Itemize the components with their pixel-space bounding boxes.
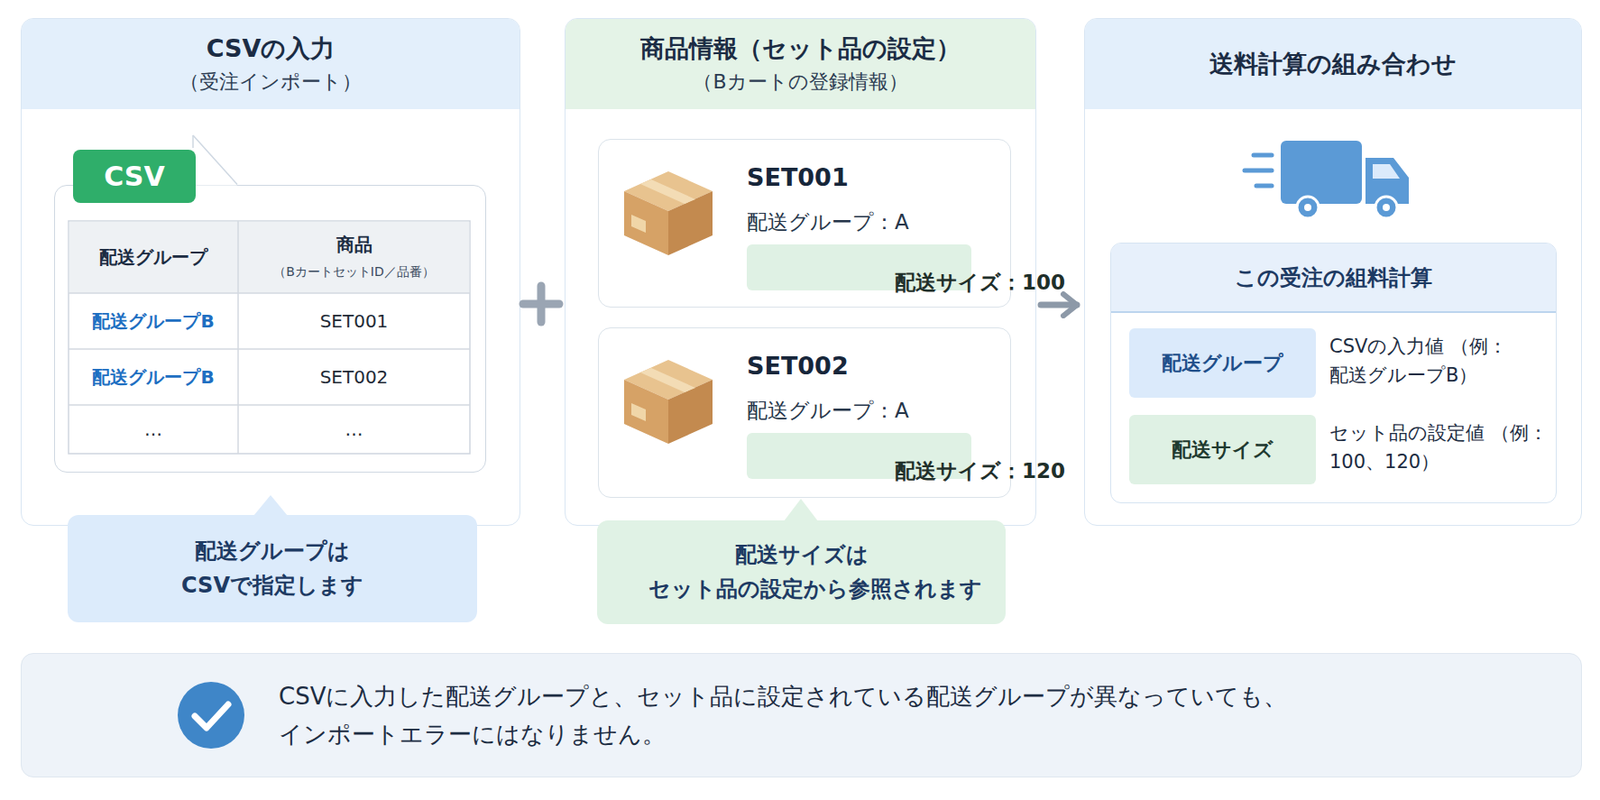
box-icon (624, 171, 713, 256)
table-rule (68, 404, 470, 406)
header-band: CSVの入力 （受注インポート） (21, 18, 520, 110)
plus-sign (537, 285, 546, 322)
callout-pointer (253, 495, 288, 516)
callout-box: 配送グループは CSVで指定します (67, 514, 478, 623)
truck-window (1372, 164, 1400, 179)
product-id: SET002 (746, 349, 849, 383)
callout-pointer (783, 498, 819, 522)
box-label (631, 403, 646, 422)
field-box: 配送サイズ (1129, 414, 1316, 485)
panel-subtitle: （受注インポート） (179, 68, 362, 96)
product-group: 配送グループ：A (746, 207, 910, 237)
speed-line (1256, 183, 1272, 189)
panel-title: 送料計算の組み合わせ (1209, 47, 1457, 81)
table-cell-box: SET001 (238, 293, 470, 350)
table-rule (68, 348, 470, 350)
field-name: 配送サイズ (1171, 433, 1274, 467)
header-band: 商品情報（セット品の設定） （Bカートの登録情報） (565, 18, 1036, 110)
product-id: SET001 (746, 161, 849, 194)
table-cell: 配送グループB (91, 363, 214, 391)
callout-text: 配送グループは CSVで指定します (155, 534, 390, 602)
table-cell: SET001 (320, 307, 389, 335)
field-name: 配送グループ (1161, 347, 1284, 380)
box-tape (640, 179, 696, 204)
field-box: 配送グループ (1129, 328, 1316, 398)
table-cell-box: 配送グループB (68, 349, 239, 405)
table-header: 配送グループ (99, 243, 208, 271)
panel-title: 商品情報（セット品の設定） (640, 32, 961, 65)
table-header-fill (69, 221, 470, 294)
size-text: 配送サイズ：100 (894, 266, 1066, 299)
table-cell: SET002 (320, 363, 389, 391)
truck-wheel (1296, 196, 1319, 219)
truck-cab (1365, 157, 1409, 204)
note-band: CSVに入力した配送グループと、セット品に設定されている配送グループが異なってい… (20, 652, 1582, 778)
box-icon (624, 359, 713, 444)
truck-wheel (1375, 196, 1398, 219)
size-pill: 配送サイズ：120 (746, 432, 972, 479)
box-label (631, 214, 646, 233)
table-cell-box: SET002 (238, 349, 470, 405)
size-pill: 配送サイズ：100 (746, 244, 972, 291)
csv-tag: CSV (73, 149, 196, 203)
panel: 送料計算の組み合わせこの受注の組料計算配送グループ配送サイズ (1084, 18, 1582, 526)
panel: 商品情報（セット品の設定） （Bカートの登録情報） SET001 配送グループ：A 配送… (564, 18, 1037, 526)
plus-sign (523, 300, 560, 309)
check-mark (194, 704, 229, 728)
size-text: 配送サイズ：120 (894, 454, 1066, 488)
table-header-box: 商品 (238, 230, 470, 258)
speed-line (1244, 168, 1272, 174)
note-text: CSVに入力した配送グループと、セット品に設定されている配送グループが異なってい… (278, 677, 1470, 754)
header-band: この受注の組料計算 (1111, 243, 1556, 313)
calc-heading: この受注の組料計算 (1234, 261, 1433, 295)
panel: CSVの入力 （受注インポート） CSV (20, 18, 521, 526)
table-cell: … (144, 415, 163, 443)
bubble-tail-edge (192, 135, 194, 148)
table-cell-box: … (68, 404, 239, 454)
field-description: CSVの入力値 （例：配送グループB） (1329, 332, 1551, 390)
box-side (668, 191, 713, 256)
box-side (624, 379, 669, 444)
box-top (624, 359, 713, 400)
table-header-box: 配送グループ (68, 220, 239, 294)
table-rule (68, 292, 470, 295)
panel-title: CSVの入力 (206, 32, 336, 65)
callout-text: 配送サイズは セット品の設定から参照されます (648, 538, 956, 606)
speed-line (1253, 153, 1272, 158)
table-header: 商品 (336, 230, 373, 258)
table-cell-box: 配送グループB (68, 293, 239, 350)
table-header-note-box: （BカートセットID／品番） (238, 259, 470, 284)
box-side (668, 379, 713, 444)
table-cell: 配送グループB (91, 307, 214, 335)
product-card: SET002 配送グループ：A 配送サイズ：120 (597, 327, 1012, 498)
check-circle (177, 681, 245, 749)
table-cell: … (345, 415, 364, 443)
header-band: 送料計算の組み合わせ (1085, 18, 1582, 110)
truck-hub (1382, 203, 1390, 212)
table-rule (237, 220, 240, 454)
panel-subtitle: （Bカートの登録情報） (692, 68, 908, 96)
field-description: セット品の設定値 （例：100、120） (1329, 419, 1551, 477)
table-cell-box: … (238, 404, 470, 454)
table-header-note: （BカートセットID／品番） (273, 262, 435, 282)
box-top (624, 171, 713, 212)
bubble-tail (193, 135, 238, 186)
product-card: SET001 配送グループ：A 配送サイズ：100 (597, 138, 1012, 308)
field-description-box: セット品の設定値 （例：100、120） (1329, 413, 1551, 483)
callout-box: 配送サイズは セット品の設定から参照されます (597, 520, 1006, 625)
box-tape (640, 367, 696, 393)
truck-hub (1304, 203, 1312, 212)
bubble-tail-edge (193, 135, 238, 185)
flow-arrow (1040, 302, 1077, 309)
field-description-box: CSVの入力値 （例：配送グループB） (1329, 326, 1551, 396)
truck-icon (1244, 140, 1409, 219)
product-group: 配送グループ：A (746, 395, 910, 425)
truck-body (1280, 140, 1362, 204)
box-side (624, 191, 669, 256)
table-frame (68, 220, 470, 454)
